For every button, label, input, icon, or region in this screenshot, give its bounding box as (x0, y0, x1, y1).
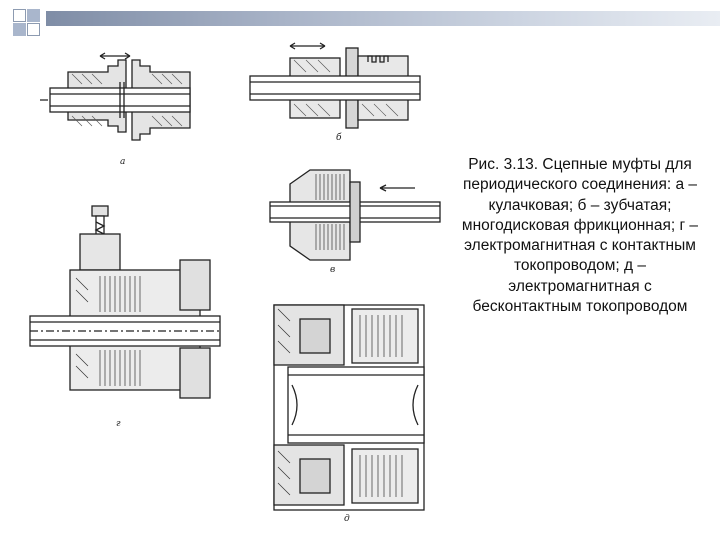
decor-square (27, 23, 40, 36)
figure-b-gear-clutch: б (249, 42, 421, 143)
caption-title: Рис. 3.13. (468, 156, 539, 173)
figure-caption: Рис. 3.13. Сцепные муфты для периодическ… (452, 155, 708, 317)
decor-gradient-bar (46, 11, 720, 26)
figure-d-electromagnetic-contactless: д (273, 304, 425, 524)
caption-text: Сцепные муфты для периодического соедине… (461, 156, 699, 316)
decor-square (13, 23, 26, 36)
decor-square (27, 9, 40, 22)
figure-b-label: б (336, 132, 342, 143)
figure-v-label: в (330, 265, 335, 275)
figure-g-electromagnetic-contact: г (29, 205, 221, 429)
figure-a-label: а (120, 157, 125, 167)
figure-g-label: г (116, 419, 121, 429)
figure-d-label: д (344, 514, 350, 524)
decor-square (13, 9, 26, 22)
figure-v-friction-clutch: в (269, 169, 441, 275)
figure-a-jaw-clutch: а (40, 52, 191, 167)
slide-header-decoration (0, 0, 720, 38)
